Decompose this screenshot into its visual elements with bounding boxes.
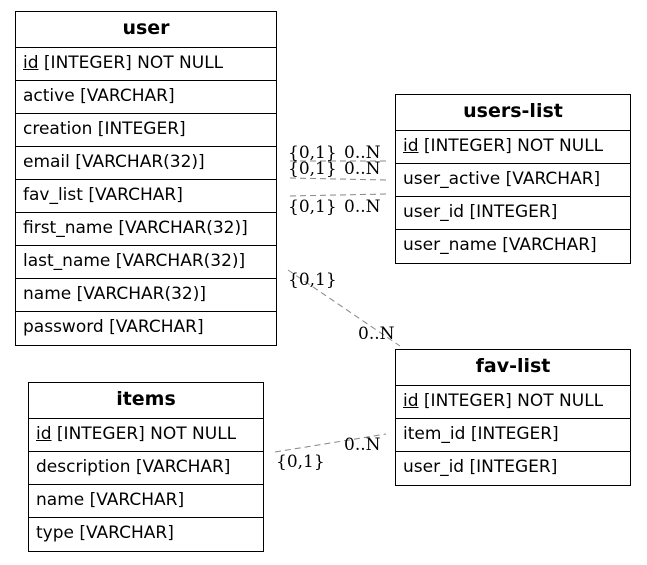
rel-user-favlist — [287, 269, 401, 347]
primary-key: id — [36, 424, 52, 444]
entity-user[interactable]: user id [INTEGER] NOT NULL active [VARCH… — [15, 11, 277, 346]
field-row: id [INTEGER] NOT NULL — [16, 48, 276, 81]
entity-title: fav-list — [396, 350, 630, 386]
field-row: name [VARCHAR(32)] — [16, 279, 276, 312]
field-row: user_id [INTEGER] — [403, 457, 558, 477]
field-row: first_name [VARCHAR(32)] — [16, 213, 276, 246]
rel2-to-card: 0..N — [344, 159, 381, 179]
field-row: creation [INTEGER] — [16, 114, 276, 147]
rel4-from-card: {0,1} — [288, 270, 337, 290]
primary-key: id — [403, 136, 419, 156]
rel1-to-card: 0..N — [344, 143, 381, 163]
entity-title: user — [16, 12, 276, 48]
rel3-to-card: 0..N — [344, 197, 381, 217]
field-row: user_id [INTEGER] — [396, 197, 630, 230]
rel-user-userslist-3 — [289, 193, 387, 197]
field-row: user_name [VARCHAR] — [403, 235, 597, 255]
rel5-from-card: {0,1} — [276, 452, 325, 472]
field-type: [INTEGER] NOT NULL — [418, 136, 604, 156]
primary-key: id — [403, 391, 419, 411]
entity-fav-list[interactable]: fav-list id [INTEGER] NOT NULL item_id [… — [395, 349, 631, 486]
field-row: id [INTEGER] NOT NULL — [396, 131, 630, 164]
entity-title: items — [29, 383, 263, 419]
rel-user-userslist-2 — [289, 177, 387, 181]
field-row: active [VARCHAR] — [16, 81, 276, 114]
rel5-to-card: 0..N — [344, 435, 381, 455]
field-row: email [VARCHAR(32)] — [16, 147, 276, 180]
entity-users-list[interactable]: users-list id [INTEGER] NOT NULL user_ac… — [395, 94, 631, 264]
field-row: last_name [VARCHAR(32)] — [16, 246, 276, 279]
rel3-from-card: {0,1} — [288, 197, 337, 217]
rel-items-favlist — [274, 433, 387, 453]
entity-items[interactable]: items id [INTEGER] NOT NULL description … — [28, 382, 264, 552]
primary-key: id — [23, 53, 39, 73]
field-type: [INTEGER] NOT NULL — [38, 53, 224, 73]
field-row: id [INTEGER] NOT NULL — [29, 419, 263, 452]
field-row: description [VARCHAR] — [29, 452, 263, 485]
field-row: id [INTEGER] NOT NULL — [396, 386, 630, 419]
field-row: item_id [INTEGER] — [396, 419, 630, 452]
field-row: password [VARCHAR] — [23, 317, 204, 337]
field-row: type [VARCHAR] — [36, 523, 174, 543]
field-type: [INTEGER] NOT NULL — [51, 424, 237, 444]
field-row: user_active [VARCHAR] — [396, 164, 630, 197]
field-row: name [VARCHAR] — [29, 485, 263, 518]
rel1-from-card: {0,1} — [288, 143, 337, 163]
entity-title: users-list — [396, 95, 630, 131]
rel2-from-card: {0,1} — [288, 159, 337, 179]
field-row: fav_list [VARCHAR] — [16, 180, 276, 213]
field-type: [INTEGER] NOT NULL — [418, 391, 604, 411]
rel4-to-card: 0..N — [358, 324, 395, 344]
